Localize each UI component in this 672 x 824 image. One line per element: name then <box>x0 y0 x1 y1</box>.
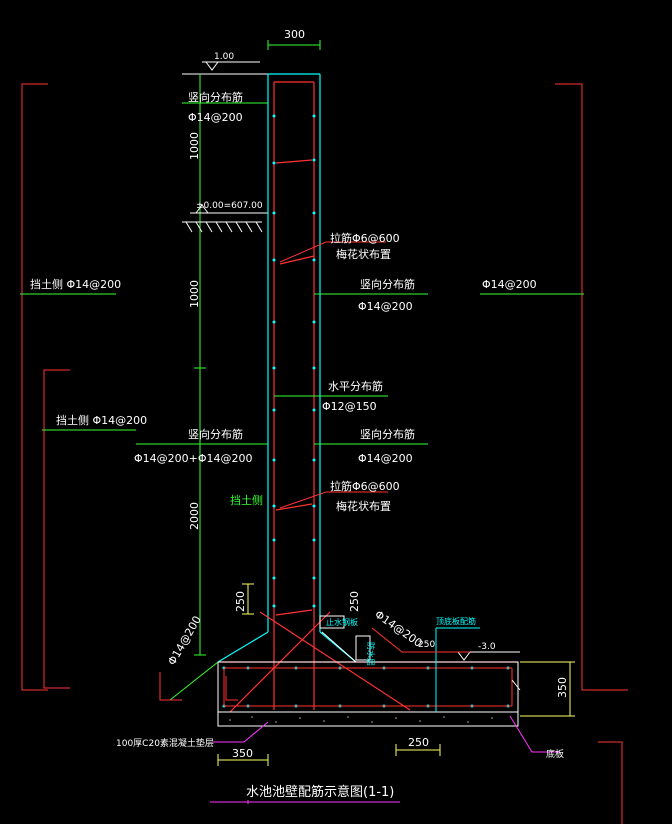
tie-bar-1-label: 拉筋Φ6@600 <box>330 231 400 245</box>
haunch-dimensions <box>242 583 254 615</box>
vert-dist-top-label: 竖向分布筋 <box>188 90 243 104</box>
drawing-title: 水池池壁配筋示意图(1-1) <box>246 784 394 800</box>
tie-bar-2-note: 梅花状布置 <box>336 499 391 513</box>
vert-dist-mid-label: 竖向分布筋 <box>360 277 415 291</box>
wall-thickness-label: 300 <box>284 28 305 41</box>
left-haunch-dimension: 250 <box>234 591 247 612</box>
bottom-level-value: -3.0 <box>478 642 496 652</box>
top-level-value: 1.00 <box>214 52 234 62</box>
lower-segment-height: 2000 <box>188 502 201 530</box>
right-haunch-dimension: 250 <box>348 591 361 612</box>
soil-side-green-label: 挡土侧 <box>230 493 263 507</box>
left-section-frame <box>21 83 70 691</box>
top-level-marker <box>182 61 268 75</box>
ground-level-label: ±0.00=607.00 <box>196 201 263 211</box>
tie-bar-1-note: 梅花状布置 <box>336 247 391 261</box>
vert-dist-top-spec: Φ14@200 <box>188 111 243 124</box>
vert-dist-left-lower-label: 竖向分布筋 <box>188 427 243 441</box>
bottom-spacing: 250 <box>408 736 429 749</box>
middle-segment-height: 1000 <box>188 280 201 308</box>
waterstop-detail <box>319 615 371 663</box>
cushion-label: 100厚C20素混凝土垫层 <box>116 737 214 749</box>
wall-outline <box>217 73 357 663</box>
base-slab <box>217 661 519 713</box>
bottom-level-marker <box>452 651 520 661</box>
soil-side-left-label: 挡土侧 Φ14@200 <box>30 277 121 291</box>
foundation-label: 底板 <box>546 748 564 760</box>
right-spec-label: Φ14@200 <box>482 278 537 291</box>
ground-level-marker <box>182 204 268 233</box>
right-spacing: 250 <box>418 640 435 650</box>
waterstop-box-label: 防水层 <box>366 642 376 666</box>
upper-segment-height: 1000 <box>188 132 201 160</box>
horiz-dist-label: 水平分布筋 <box>328 379 383 393</box>
haunch-bar-left-label: Φ14@200 <box>165 614 204 668</box>
tie-bar-2-label: 拉筋Φ6@600 <box>330 479 400 493</box>
right-section-frame <box>555 83 628 824</box>
vert-dist-left-lower-spec: Φ14@200+Φ14@200 <box>134 452 253 465</box>
break-mark <box>511 679 521 691</box>
leader-lines <box>20 102 584 701</box>
vert-dist-mid-spec: Φ14@200 <box>358 300 413 313</box>
base-thickness-label: 350 <box>556 677 569 698</box>
base-left-width: 350 <box>232 747 253 760</box>
base-thickness-dimension <box>520 661 575 717</box>
magenta-leader-lines <box>210 715 560 804</box>
horiz-dist-spec: Φ12@150 <box>322 400 377 413</box>
vert-dist-right-lower-spec: Φ14@200 <box>358 452 413 465</box>
base-top-bar-label: 顶底板配筋 <box>436 616 476 626</box>
waterstop-label: 止水钢板 <box>326 617 358 627</box>
red-leader-lines <box>159 241 470 701</box>
cushion-layer <box>217 711 519 727</box>
rebar-dots <box>222 114 510 708</box>
vert-dist-right-lower-label: 竖向分布筋 <box>360 427 415 441</box>
top-width-dimension <box>267 40 321 50</box>
bottom-dimensions <box>217 744 441 766</box>
soil-side-left-label-2: 挡土侧 Φ14@200 <box>56 413 147 427</box>
left-height-dimension <box>194 74 206 656</box>
haunch-bar-label: Φ14@200 <box>372 608 424 650</box>
